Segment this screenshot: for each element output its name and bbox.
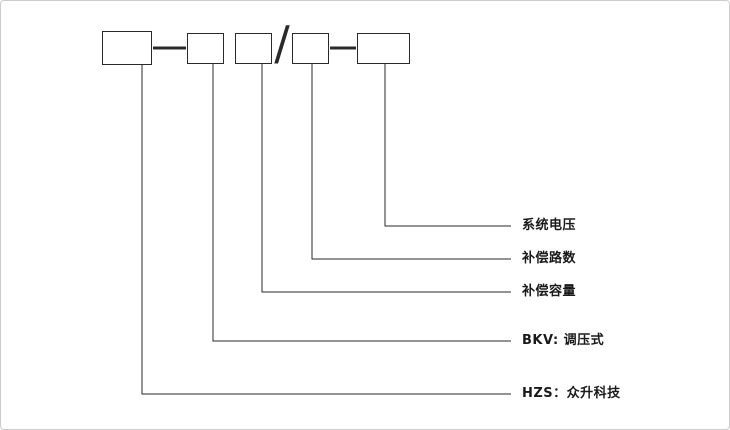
label-system-voltage: 系统电压 [522,218,577,233]
code-box-2 [187,33,224,64]
slash-separator: / [274,16,290,70]
leader-line-hzs [141,64,511,395]
label-compensation-circuits: 补偿路数 [522,251,577,266]
label-compensation-capacity: 补偿容量 [522,284,577,299]
label-hzs-brand: HZS：众升科技 [522,386,621,401]
leader-line-system-voltage [384,63,511,227]
code-box-5 [357,33,410,64]
leader-line-compensation-circuits [311,63,511,260]
leader-line-bkv [212,63,511,342]
leader-line-compensation-capacity [261,63,511,293]
code-box-3 [235,33,272,64]
code-box-1 [102,31,152,65]
label-bkv-voltage-regulating: BKV: 调压式 [522,333,605,348]
code-box-4 [292,33,329,64]
